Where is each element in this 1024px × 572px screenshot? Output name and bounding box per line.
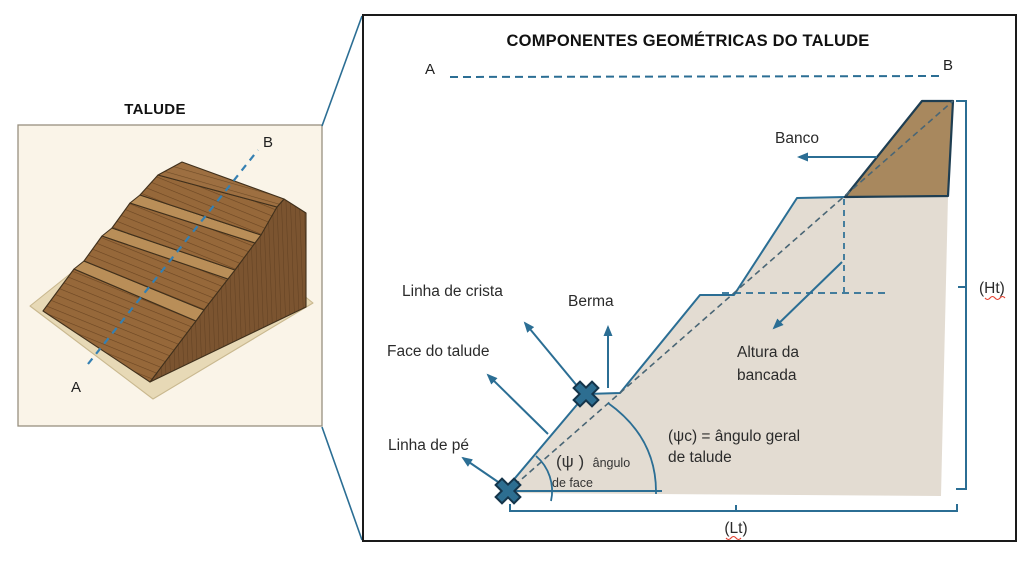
banco-label: Banco <box>775 130 819 147</box>
section-point-a-right: A <box>425 61 435 78</box>
zoom-connector-top <box>321 15 363 127</box>
altura-bancada-arrow <box>772 261 843 330</box>
total-height-label-ht: (Ht) <box>979 280 1005 297</box>
slope-top-surface <box>157 161 285 208</box>
face-angle-arc <box>535 455 553 502</box>
toe-x-marker <box>494 477 522 505</box>
altura-da-bancada-label-line2: bancada <box>737 367 797 384</box>
section-point-b-left: B <box>263 134 273 151</box>
left-panel-title: TALUDE <box>124 101 186 118</box>
crest-x-marker <box>572 380 600 408</box>
right-panel: COMPONENTES GEOMÉTRICAS DO TALUDE A B <box>362 14 1017 542</box>
left-panel: TALUDE A B <box>17 101 323 427</box>
face-angle-symbol: (ψ ) <box>556 452 584 471</box>
face-angle-label-line2: de face <box>552 476 593 490</box>
length-bracket-lt <box>509 504 958 512</box>
face-do-talude-label: Face do talude <box>387 343 490 360</box>
right-panel-title: COMPONENTES GEOMÉTRICAS DO TALUDE <box>507 31 870 50</box>
face-angle-label-line1: (ψ ) ângulo <box>556 452 630 471</box>
ht-spellcheck-squiggle <box>984 295 1006 301</box>
linha-de-pe-label: Linha de pé <box>388 437 469 454</box>
linha-de-crista-label: Linha de crista <box>402 283 503 300</box>
overall-angle-arc <box>607 402 657 495</box>
lt-spellcheck-squiggle <box>725 535 742 541</box>
section-line-ab-right <box>449 75 943 78</box>
total-length-label-lt: (Lt) <box>724 520 747 537</box>
leader-arrows <box>461 152 877 487</box>
section-point-a-left: A <box>71 379 81 396</box>
section-line-ab-left <box>87 149 259 365</box>
overall-angle-label-line1: (ψc) = ângulo geral <box>668 428 800 445</box>
linha-de-pe-arrow <box>461 456 505 487</box>
face-do-talude-arrow <box>486 373 549 435</box>
overall-slope-dashed-line <box>506 100 954 493</box>
linha-de-crista-arrow <box>523 321 579 388</box>
section-point-b-right: B <box>943 57 953 74</box>
overall-angle-label-line2: de talude <box>668 449 732 466</box>
zoom-connector-bottom <box>321 426 363 541</box>
height-bracket-ht <box>956 100 967 490</box>
altura-da-bancada-label-line1: Altura da <box>737 344 799 361</box>
talude-3d-illustration <box>29 161 314 400</box>
berma-label: Berma <box>568 293 614 310</box>
slope-cross-section-body <box>505 196 948 496</box>
face-angle-word: ângulo <box>593 456 631 470</box>
